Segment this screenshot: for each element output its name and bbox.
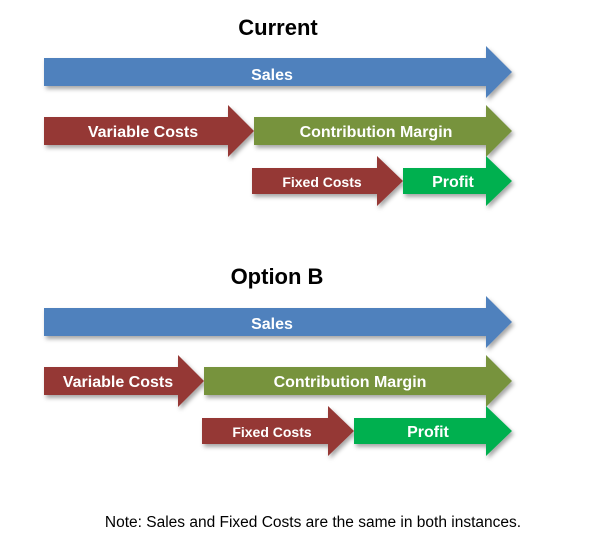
sales-arrow-shape xyxy=(44,46,512,98)
footnote: Note: Sales and Fixed Costs are the same… xyxy=(105,514,521,531)
profit-arrow-shape xyxy=(403,156,512,206)
scenario-title-option-b: Option B xyxy=(231,264,324,289)
profit-arrow-shape xyxy=(354,406,512,456)
variable-costs-arrow: Variable Costs xyxy=(44,105,254,157)
fixed-costs-arrow: Fixed Costs xyxy=(202,406,354,456)
variable-costs-arrow: Variable Costs xyxy=(44,355,204,407)
fixed-costs-arrow-shape xyxy=(252,156,403,206)
fixed-costs-arrow: Fixed Costs xyxy=(252,156,403,206)
profit-arrow: Profit xyxy=(403,156,512,206)
contribution-margin-label: Contribution Margin xyxy=(274,374,427,391)
profit-arrow: Profit xyxy=(354,406,512,456)
sales-arrow: Sales xyxy=(44,296,512,348)
fixed-costs-label: Fixed Costs xyxy=(232,424,312,440)
profit-label: Profit xyxy=(407,424,449,441)
sales-label: Sales xyxy=(251,316,293,333)
contribution-margin-arrow: Contribution Margin xyxy=(254,105,512,157)
fixed-costs-label: Fixed Costs xyxy=(282,174,362,190)
sales-label: Sales xyxy=(251,67,293,84)
variable-costs-arrow-shape xyxy=(44,105,254,157)
variable-costs-label: Variable Costs xyxy=(63,374,173,391)
variable-costs-label: Variable Costs xyxy=(88,124,198,141)
scenario-title-current: Current xyxy=(238,15,318,40)
variable-costs-arrow-shape xyxy=(44,355,204,407)
profit-label: Profit xyxy=(432,174,474,191)
fixed-costs-arrow-shape xyxy=(202,406,354,456)
sales-arrow-shape xyxy=(44,296,512,348)
sales-arrow: Sales xyxy=(44,46,512,98)
contribution-margin-arrow-shape xyxy=(254,105,512,157)
contribution-margin-arrow: Contribution Margin xyxy=(204,355,512,407)
contribution-margin-label: Contribution Margin xyxy=(300,124,453,141)
contribution-margin-arrow-shape xyxy=(204,355,512,407)
